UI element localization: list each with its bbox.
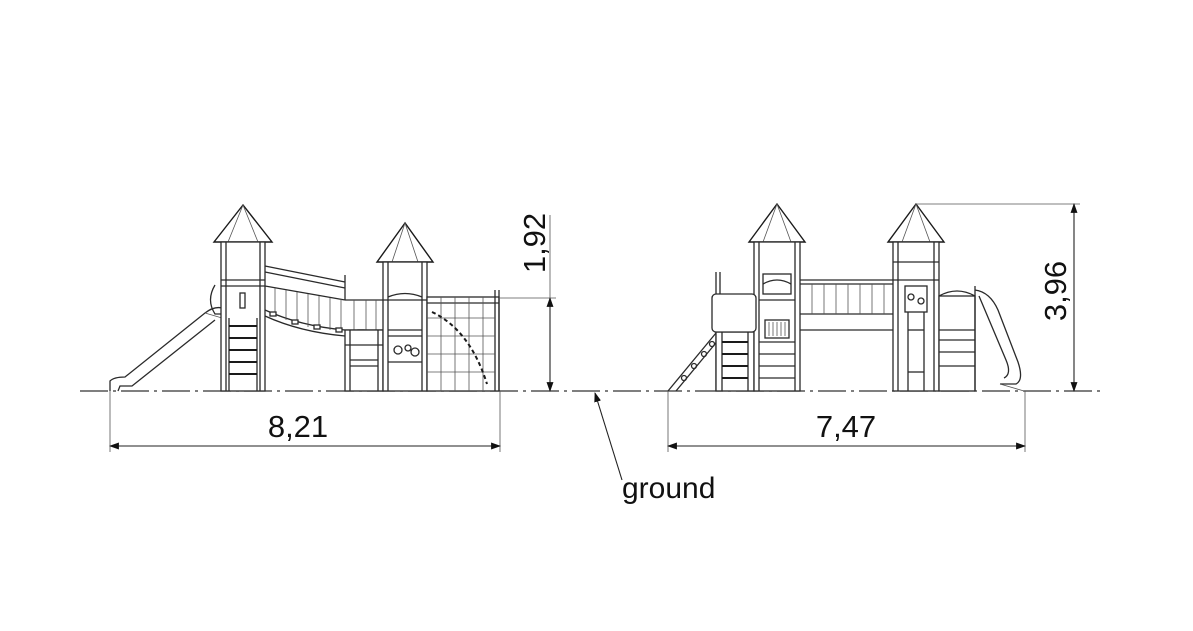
- left-tower-2: [344, 221, 435, 392]
- left-elevation: [109, 203, 556, 392]
- left-width-dimension: [109, 391, 501, 452]
- left-tower-1: [209, 203, 274, 392]
- right-width-dimension: [667, 391, 1026, 452]
- right-climbing-ramp: [667, 272, 721, 392]
- total-height-value: 3,96: [1038, 261, 1073, 321]
- ground-label: ground: [622, 472, 715, 505]
- platform-height-dimension: [499, 215, 556, 392]
- ground-leader-line: [594, 392, 623, 481]
- left-slide: [109, 306, 223, 392]
- right-tower-2: [886, 202, 976, 392]
- left-width-value: 8,21: [268, 409, 328, 444]
- platform-height-value: 1,92: [517, 213, 552, 273]
- left-climbing-frame: [426, 290, 500, 392]
- right-elevation: [667, 202, 1080, 392]
- right-width-value: 7,47: [816, 409, 876, 444]
- right-bridge: [711, 279, 893, 333]
- total-height-dimension: [917, 203, 1080, 392]
- right-tower-1: [715, 202, 807, 392]
- left-rope-bridge: [264, 265, 383, 337]
- right-slide: [974, 286, 1025, 392]
